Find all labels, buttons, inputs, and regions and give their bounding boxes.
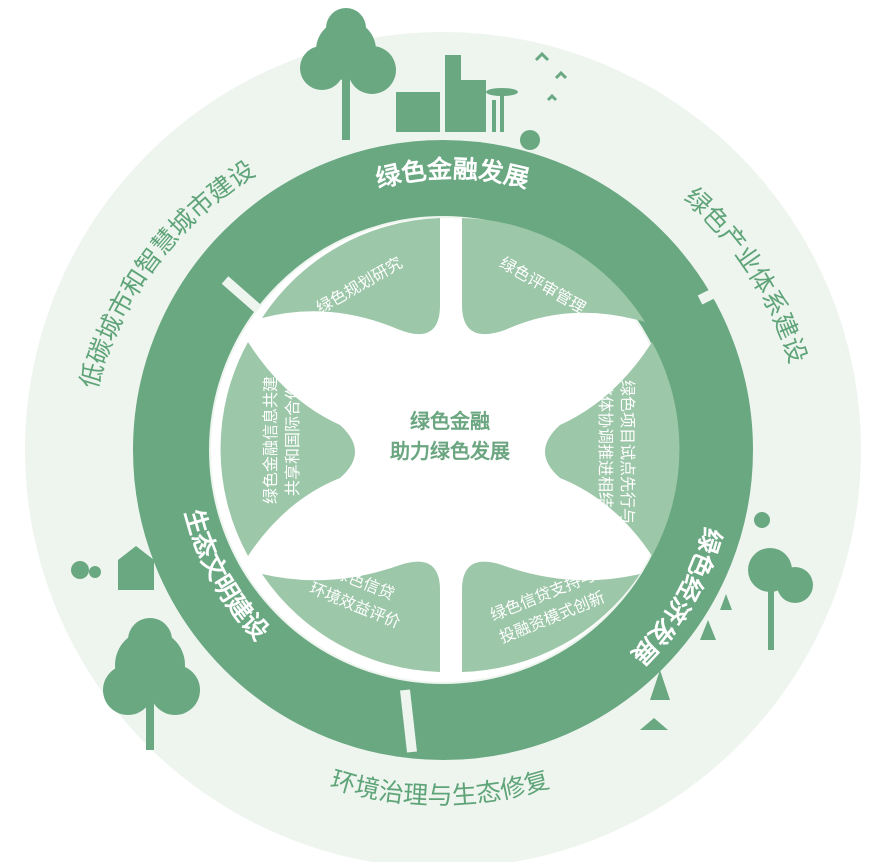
ring-gaps [221, 275, 743, 753]
petal-label-left-line1: 绿色金融信息共建 [261, 376, 280, 504]
ring [133, 140, 753, 760]
petal-bottom-left [262, 561, 440, 672]
petal-bottom-right [462, 561, 640, 672]
petal-top-left [262, 218, 440, 335]
right-tree-illustration [640, 512, 813, 730]
center-label-line2: 助力绿色发展 [390, 439, 510, 463]
petal-left [220, 342, 355, 556]
petal-label-right-line1: 绿色项目试点先行与 [618, 380, 637, 524]
birds-illustration [534, 51, 568, 102]
petal-label-right: 绿色项目试点先行与 整体协调推进相结合 [596, 380, 637, 524]
center-label-line1: 绿色金融 [410, 409, 490, 433]
petals [220, 218, 680, 672]
left-tree-illustration [71, 546, 200, 750]
petal-label-right-line2: 整体协调推进相结合 [596, 380, 615, 524]
petal-top-right [462, 218, 645, 335]
city-skyline-illustration [300, 8, 540, 150]
petal-right [545, 342, 680, 556]
inner-disc [211, 218, 675, 682]
petal-label-left: 绿色金融信息共建 共享和国际合作 [261, 376, 302, 504]
petal-label-left-line2: 共享和国际合作 [283, 384, 302, 496]
